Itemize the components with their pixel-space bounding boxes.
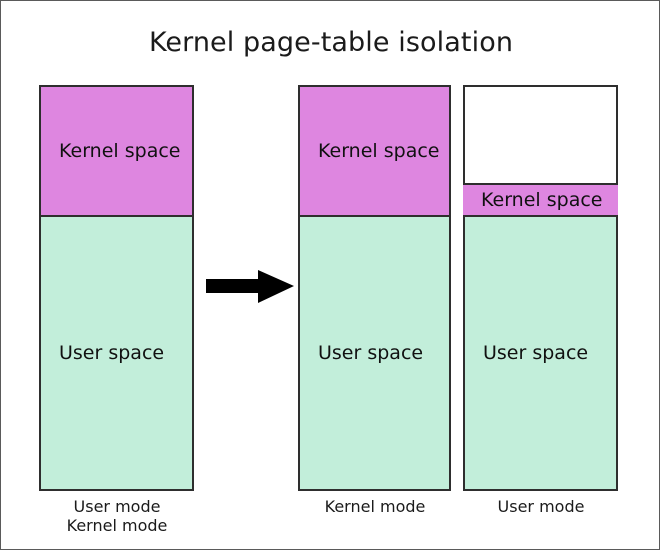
segment-kernel-space-before: Kernel space	[39, 85, 194, 217]
segment-user-space-kernel-mode: User space	[298, 215, 451, 491]
caption-line: Kernel mode	[324, 497, 426, 516]
segment-label: User space	[483, 342, 589, 364]
caption-line: Kernel mode	[66, 516, 168, 535]
segment-label: User space	[59, 342, 165, 364]
caption-line: User mode	[73, 497, 161, 516]
transformation-arrow	[206, 269, 296, 305]
page-title: Kernel page-table isolation	[148, 27, 514, 58]
segment-label: Kernel space	[318, 140, 440, 162]
segment-label: User space	[318, 342, 424, 364]
segment-label: Kernel space	[59, 140, 181, 162]
segment-kernel-space-user-mode: Kernel space	[463, 185, 618, 215]
caption-before: User mode Kernel mode	[27, 497, 207, 535]
caption-line: User mode	[497, 497, 585, 516]
segment-label: Kernel space	[481, 189, 603, 211]
segment-user-space-user-mode: User space	[463, 215, 618, 491]
arrow-right-icon	[206, 270, 294, 303]
caption-kernel-mode: Kernel mode	[285, 497, 465, 516]
segment-kernel-space-kernel-mode: Kernel space	[298, 85, 451, 217]
segment-unmapped-space-user-mode	[463, 85, 618, 185]
segment-user-space-before: User space	[39, 215, 194, 491]
caption-user-mode: User mode	[451, 497, 631, 516]
